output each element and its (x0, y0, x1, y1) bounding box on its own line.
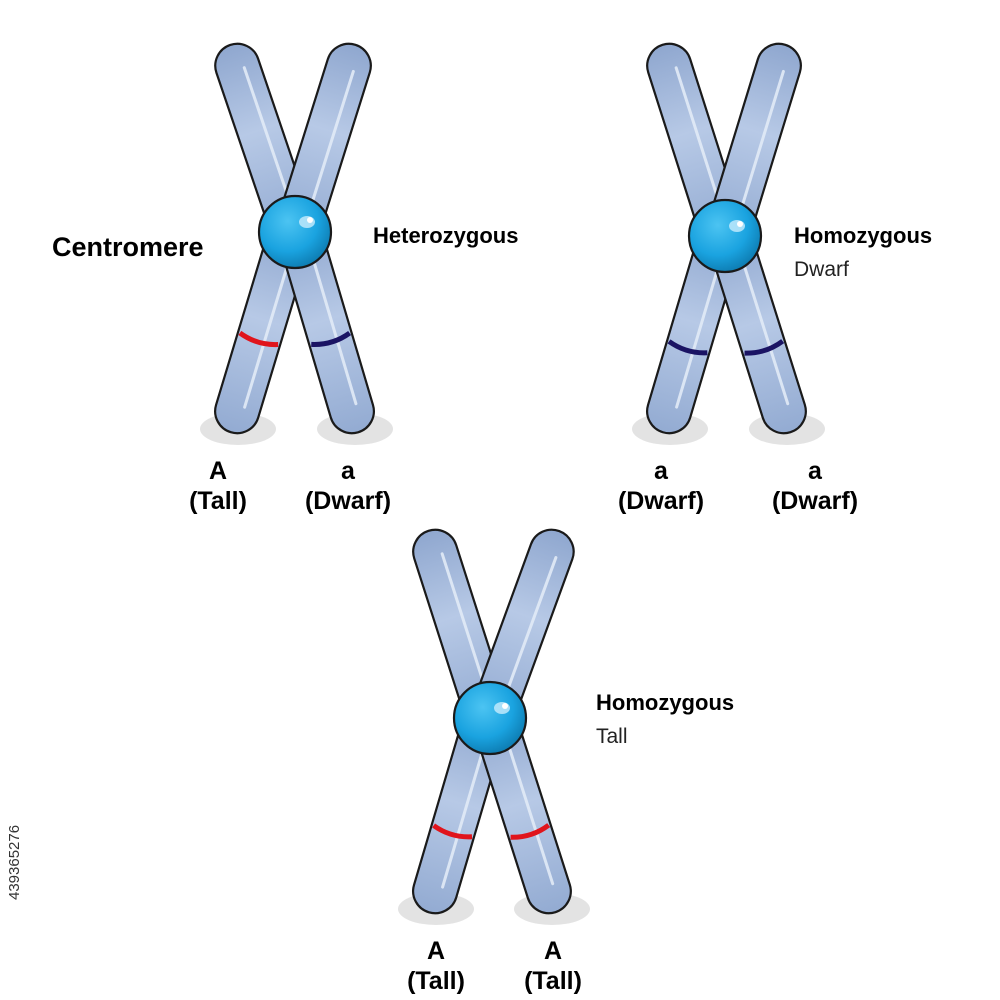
allele-label-homozygous-tall-right: A (Tall) (473, 936, 633, 996)
chromatid-highlight (309, 250, 358, 406)
allele-trait: (Dwarf) (771, 487, 859, 515)
homozygous-dwarf-title: Homozygous (794, 223, 933, 248)
allele-trait: (Tall) (189, 487, 247, 515)
allele-band-right (311, 330, 352, 347)
centromere-glint (307, 217, 313, 223)
allele-trait: (Dwarf) (304, 487, 392, 515)
chromatid-highlight (243, 253, 292, 409)
centromere-highlight (299, 216, 315, 228)
allele-letter: A (543, 937, 563, 965)
allele-label-homozygous-tall-left: A (Tall) (356, 936, 516, 996)
centromere-label: Centromere (52, 232, 204, 262)
chromatid-highlight (503, 556, 558, 699)
chromatid-highlight (739, 254, 790, 406)
chromosome-heterozygous (200, 42, 393, 445)
allele-band-right (510, 823, 551, 840)
upper-right-arm (279, 42, 372, 238)
centromere-highlight (729, 220, 745, 232)
chromatid-highlight (242, 66, 293, 209)
centromere-glint (502, 703, 508, 709)
upper-left-arm (214, 42, 311, 238)
allele-label-heterozygous-left: A (Tall) (138, 456, 298, 516)
chromatid-highlight (308, 69, 355, 212)
homozygous-tall-title: Homozygous (596, 690, 735, 715)
allele-band-left (238, 330, 279, 348)
chromatid-highlight (674, 66, 724, 213)
allele-letter: a (341, 457, 355, 485)
allele-band-right (744, 339, 785, 356)
centromere-highlight (494, 702, 510, 714)
lower-left-arm (646, 230, 739, 435)
allele-label-homozygous-dwarf-right: a (Dwarf) (735, 456, 895, 516)
centromere-glint (737, 221, 743, 227)
allele-letter: a (808, 457, 822, 485)
allele-label-homozygous-dwarf-left: a (Dwarf) (581, 456, 741, 516)
allele-band-left (667, 339, 708, 356)
allele-letter: A (426, 937, 446, 965)
stock-id: 439365276 (6, 824, 23, 900)
allele-trait: (Dwarf) (617, 487, 705, 515)
chromatid-highlight (440, 552, 489, 695)
chromatid-highlight (738, 69, 785, 216)
allele-letter: A (208, 457, 228, 485)
chromatid-highlight (675, 257, 722, 409)
chromatid-highlight (441, 739, 487, 889)
allele-band-left (432, 823, 473, 840)
chromatid-highlight (504, 736, 555, 886)
allele-label-heterozygous-right: a (Dwarf) (268, 456, 428, 516)
centromere (687, 198, 763, 274)
homozygous-dwarf-subtitle: Dwarf (794, 258, 849, 281)
allele-trait: (Tall) (407, 967, 465, 995)
allele-letter: a (654, 457, 668, 485)
homozygous-tall-subtitle: Tall (596, 725, 628, 748)
chromosome-homozygous-tall (398, 528, 590, 925)
centromere (452, 680, 528, 756)
allele-trait: (Tall) (524, 967, 582, 995)
heterozygous-label: Heterozygous (373, 223, 519, 248)
centromere (257, 194, 333, 270)
chromosome-homozygous-dwarf (632, 42, 825, 445)
